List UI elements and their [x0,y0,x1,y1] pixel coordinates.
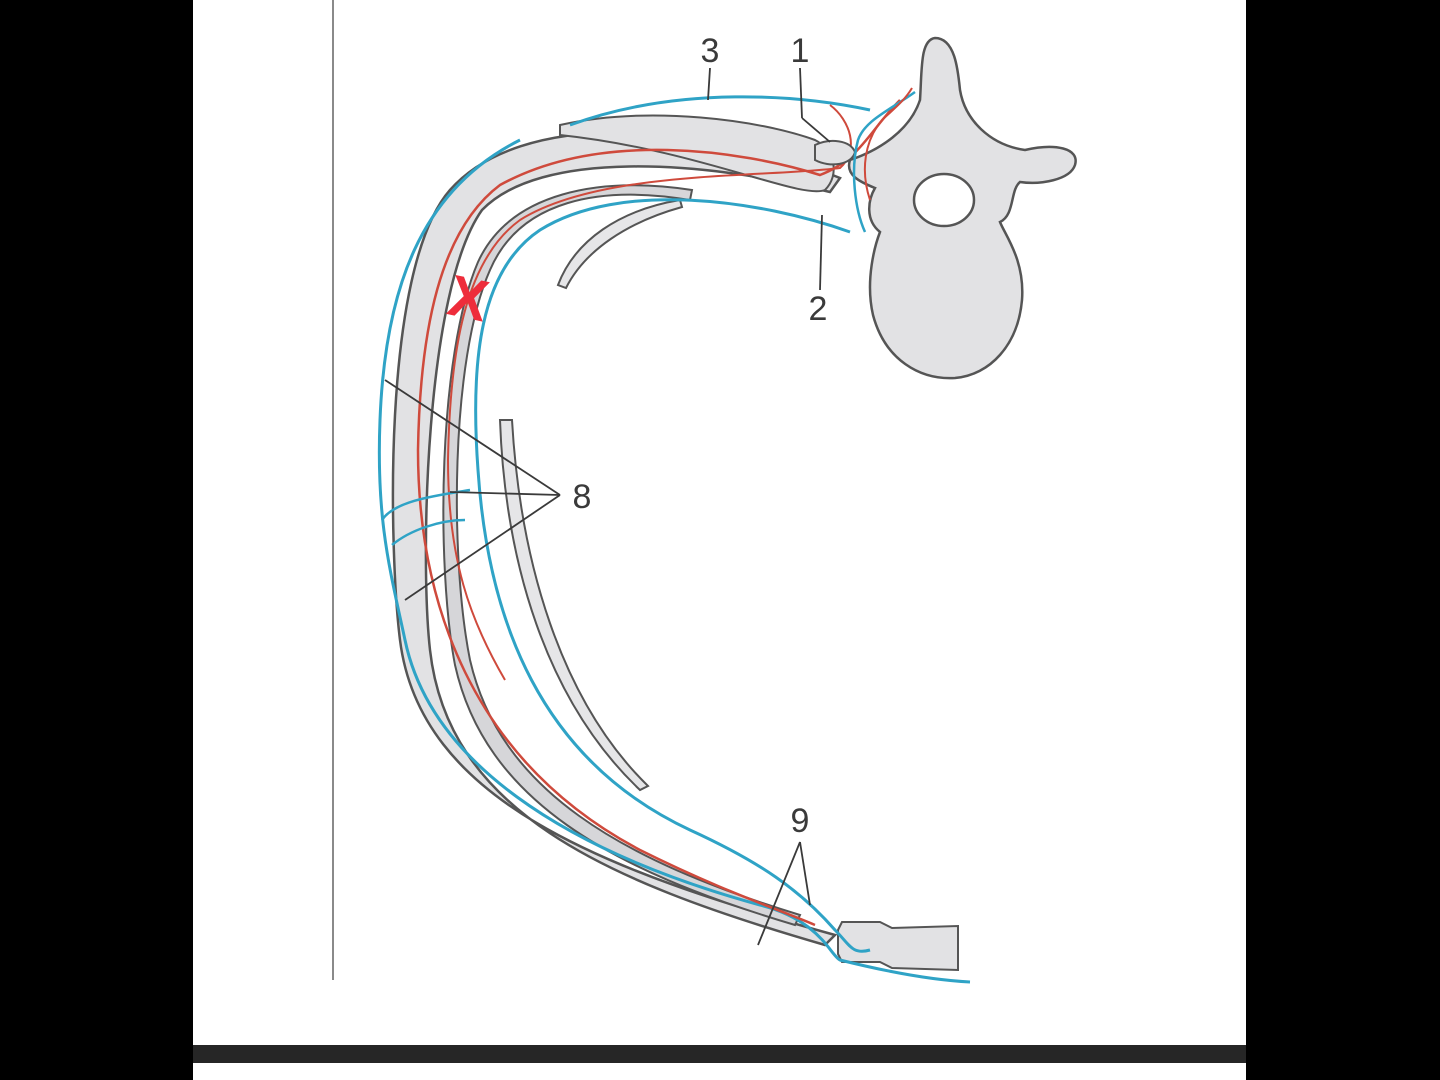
bottom-bar [193,1045,1246,1063]
callout-label-3: 3 [701,32,720,70]
outer-membrane [377,95,971,984]
rib-junction-lower [391,518,466,546]
callout-label-1: 1 [791,32,810,70]
dorsal-branch-red [863,87,913,201]
intercostal-vessel [416,99,901,927]
callout-label-9: 9 [791,802,810,840]
callout-label-8: 8 [573,478,592,516]
rib-inner-sliver-lower [498,419,650,792]
costal-facet [814,139,857,166]
intercostal-vessel-inner [446,104,852,681]
rib-main [391,131,842,947]
rib-head-segment [559,114,835,193]
rib-inner-sliver [556,198,684,290]
leader-lines [384,67,831,946]
callout-label-2: 2 [809,290,828,328]
rib-inner-band [442,184,802,927]
inner-membrane [474,198,871,953]
vertebral-foramen [912,172,976,228]
dorsal-branch-blue [852,90,916,233]
